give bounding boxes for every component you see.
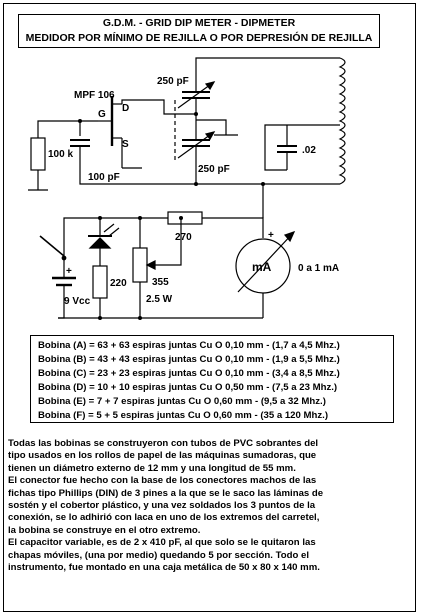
switch [39, 235, 67, 261]
junctions [78, 112, 265, 320]
coil-row: Bobina (F) = 5 + 5 espiras juntas Cu O 0… [38, 410, 329, 421]
coil-row: Bobina (A) = 63 + 63 espiras juntas Cu O… [38, 340, 340, 351]
label-battery: 9 Vcc [64, 296, 91, 307]
label-meter-range: 0 a 1 mA [298, 263, 339, 274]
note-line: El conector fue hecho con la base de los… [8, 475, 317, 487]
note-line: conexión, se lo adhirió con laca en uno … [8, 512, 320, 524]
note-line: tipo usados en los rollos de papel de la… [8, 450, 317, 462]
resistor-series [167, 211, 203, 225]
label-battery-plus: + [66, 266, 72, 277]
label-pot: 355 [152, 277, 169, 288]
note-line: fichas tipo Phillips (DIN) de 3 pines a … [8, 487, 324, 499]
label-resistor-gate: 100 k [48, 149, 73, 160]
wire-top-rail [195, 57, 340, 72]
title-box: G.D.M. - GRID DIP METER - DIPMETER MEDID… [18, 14, 380, 48]
resistor-gate [28, 120, 80, 191]
label-transistor: MPF 106 [74, 90, 115, 101]
page-frame [3, 3, 416, 612]
label-source: S [122, 139, 129, 150]
led-branch [88, 218, 120, 318]
label-meter: mA [252, 260, 272, 274]
note-line: la bobina se construye en el otro extrem… [8, 524, 201, 536]
label-drain: D [122, 103, 129, 114]
wire-drain [121, 99, 196, 115]
coil [338, 57, 346, 185]
transistor-fet [98, 96, 123, 168]
note-line: sostén y el cobertor plástico, y una vez… [8, 500, 316, 512]
label-gate: G [98, 109, 106, 120]
label-resistor-led: 220 [110, 278, 127, 289]
coil-row: Bobina (C) = 23 + 23 espiras juntas Cu O… [38, 368, 340, 379]
wire-coil-bottom [262, 183, 340, 218]
label-cap-bottom: 250 pF [198, 164, 230, 175]
meter-circle [235, 231, 296, 318]
note-line: El capacitor variable, es de 2 x 410 pF,… [8, 537, 316, 549]
label-cap-coil: .02 [302, 145, 316, 156]
title-line-1: G.D.M. - GRID DIP METER - DIPMETER [102, 17, 296, 29]
note-line: Todas las bobinas se construyeron con tu… [8, 438, 319, 449]
capacitor-coil [277, 125, 297, 170]
label-cap-gate: 100 pF [88, 172, 120, 183]
battery [52, 260, 76, 319]
coil-row: Bobina (E) = 7 + 7 espiras juntas Cu O 0… [38, 396, 326, 407]
note-line: chapas móviles, (una por medio) quedando… [8, 549, 310, 561]
potentiometer [132, 218, 182, 318]
coil-row: Bobina (D) = 10 + 10 espiras juntas Cu O… [38, 382, 338, 393]
schematic: MPF 106 D G S 250 pF 250 pF 100 k 100 pF… [28, 57, 346, 320]
label-pot-power: 2.5 W [146, 294, 173, 305]
variable-capacitor [174, 72, 263, 185]
wire-coil-tap [264, 124, 340, 171]
note-line: instrumento, fue montado en una caja met… [8, 562, 320, 574]
label-cap-top: 250 pF [157, 76, 189, 87]
wire-supply-top [63, 217, 168, 256]
label-plus-meter: + [268, 230, 274, 241]
title-line-2: MEDIDOR POR MÍNIMO DE REJILLA O POR DEPR… [25, 32, 373, 44]
label-resistor-series: 270 [175, 232, 192, 243]
coil-table: Bobina (A) = 63 + 63 espiras juntas Cu O… [30, 335, 394, 423]
note-line: tienen un diámetro externo de 12 mm y un… [8, 462, 296, 474]
construction-notes: Todas las bobinas se construyeron con tu… [8, 438, 412, 574]
coil-row: Bobina (B) = 43 + 43 espiras juntas Cu O… [38, 354, 340, 365]
wire-to-meter [202, 217, 264, 238]
